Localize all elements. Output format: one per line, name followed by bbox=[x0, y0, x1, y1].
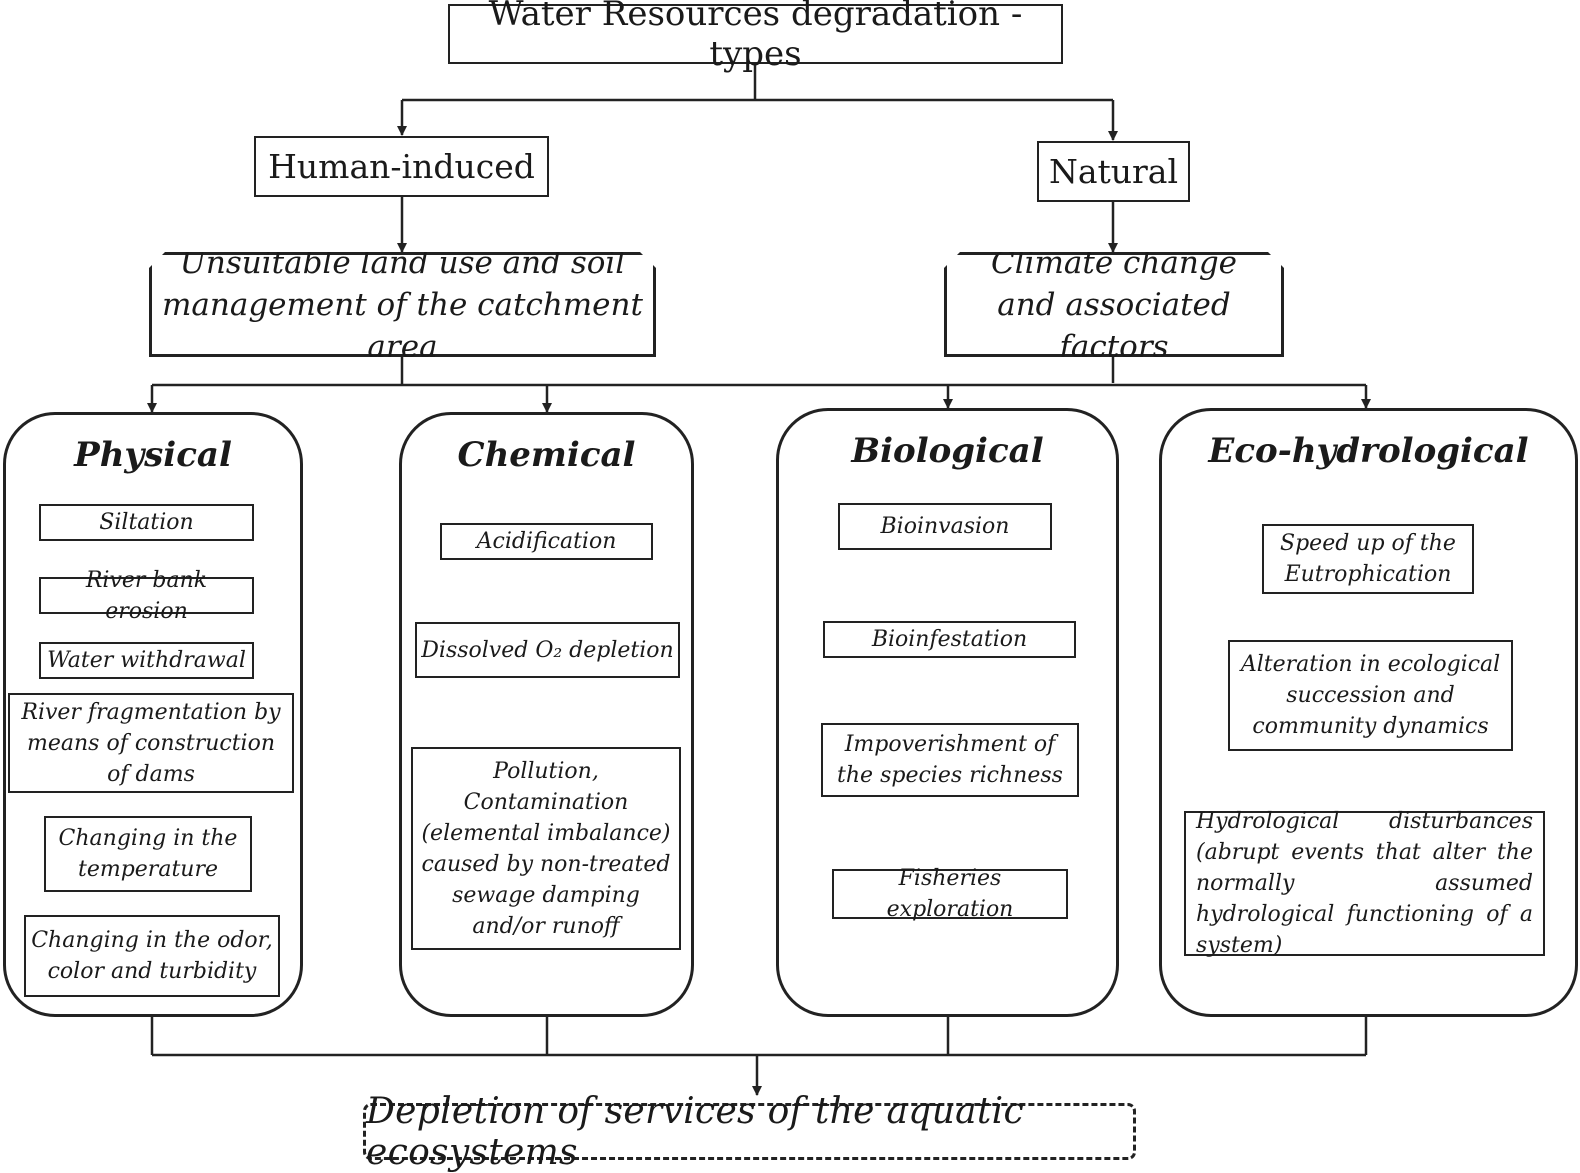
chemical-item-acidification: Acidification bbox=[440, 523, 653, 560]
eco-item-eutrophication: Speed up of the Eutrophication bbox=[1262, 524, 1474, 594]
human-cause-text: Unsuitable land use and soil management … bbox=[162, 244, 643, 365]
outcome-box: Depletion of services of the aquatic eco… bbox=[363, 1091, 1136, 1173]
biological-item-bioinfestation: Bioinfestation bbox=[823, 621, 1076, 658]
biological-panel: Biological bbox=[776, 408, 1119, 1017]
biological-title: Biological bbox=[851, 431, 1044, 471]
biological-item-fisheries: Fisheries exploration bbox=[832, 866, 1068, 922]
physical-item-temperature: Changing in the temperature bbox=[44, 816, 252, 892]
physical-item-water-withdrawal: Water withdrawal bbox=[39, 642, 254, 679]
physical-title: Physical bbox=[74, 435, 232, 475]
physical-item-river-fragmentation: River fragmentation by means of construc… bbox=[8, 693, 294, 793]
natural-label: Natural bbox=[1048, 152, 1179, 191]
outcome-text: Depletion of services of the aquatic eco… bbox=[366, 1090, 1024, 1173]
human-induced-box: Human-induced bbox=[254, 136, 549, 197]
biological-item-bioinvasion: Bioinvasion bbox=[838, 503, 1052, 550]
natural-box: Natural bbox=[1037, 141, 1190, 202]
diagram-title: Water Resources degradation - types bbox=[448, 0, 1063, 74]
natural-cause-box: Climate change and associated factors bbox=[944, 252, 1284, 357]
human-induced-label: Human-induced bbox=[268, 147, 535, 186]
human-cause-box: Unsuitable land use and soil management … bbox=[149, 252, 656, 357]
eco-hydrological-title: Eco-hydrological bbox=[1208, 431, 1529, 471]
physical-item-siltation: Siltation bbox=[39, 504, 254, 541]
chemical-item-dissolved-o2: Dissolved O₂ depletion bbox=[415, 622, 680, 678]
biological-item-species-richness: Impoverishment of the species richness bbox=[821, 723, 1079, 797]
eco-item-hydrological-disturbances: Hydrological disturbances (abrupt events… bbox=[1184, 809, 1545, 958]
physical-item-odor-color-turbidity: Changing in the odor, color and turbidit… bbox=[24, 915, 280, 997]
eco-item-ecological-succession: Alteration in ecological succession and … bbox=[1228, 640, 1513, 751]
chemical-item-pollution: Pollution, Contamination (elemental imba… bbox=[411, 747, 681, 950]
physical-item-river-bank-erosion: River bank erosion bbox=[39, 568, 254, 624]
natural-cause-text: Climate change and associated factors bbox=[990, 244, 1238, 365]
chemical-title: Chemical bbox=[457, 435, 636, 475]
diagram-title-text: Water Resources degradation - types bbox=[488, 0, 1023, 74]
